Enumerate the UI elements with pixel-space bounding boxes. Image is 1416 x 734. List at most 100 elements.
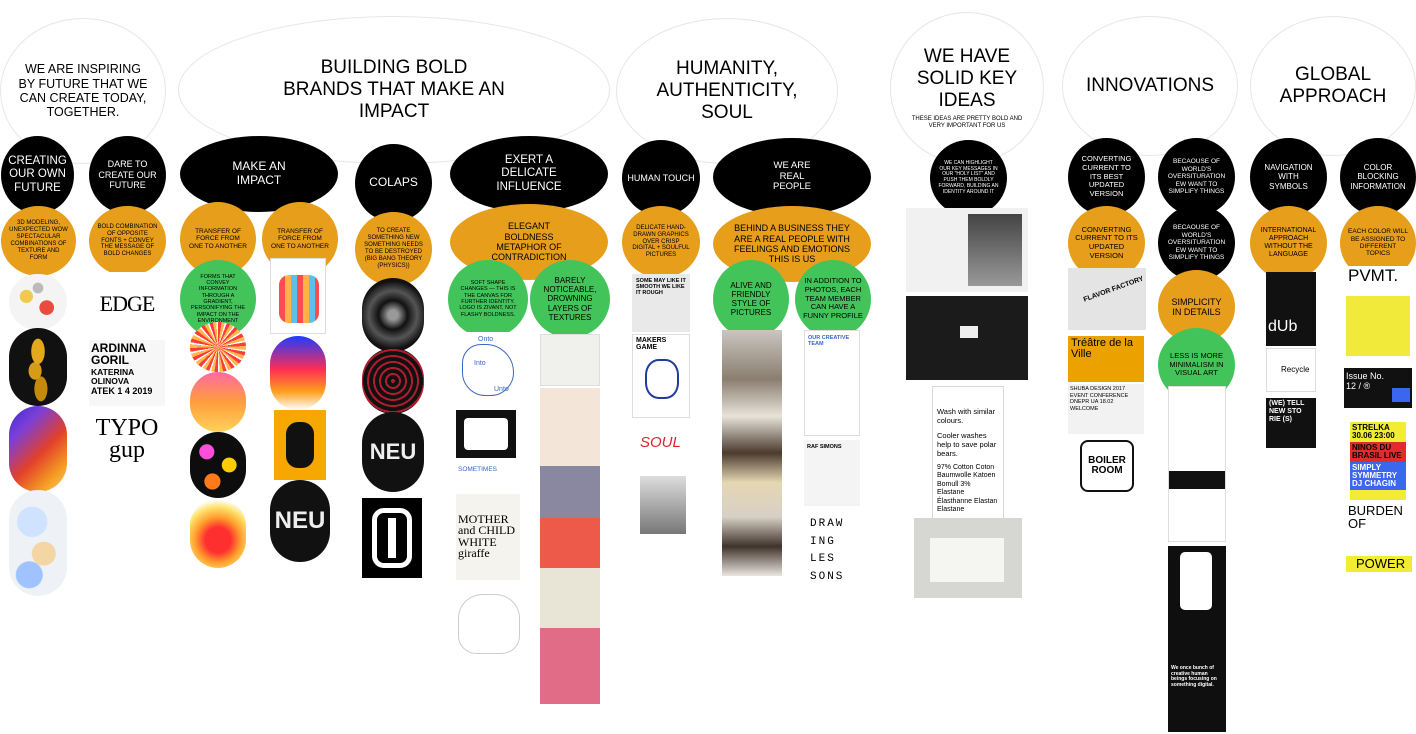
portrait-bw (640, 476, 686, 534)
black-circle-creating-future: CREATING OUR OWN FUTURE (1, 136, 74, 214)
render-colorful-swirl (9, 406, 67, 492)
green-circle-soft-shape: SOFT SHAPE CHANGES — THIS IS THE CANVAS … (448, 260, 528, 338)
poster-burden: BURDEN OF POWER (1346, 504, 1412, 572)
render-abstract-bubbles (9, 490, 67, 596)
photo-gallery (722, 330, 782, 576)
phone-mockup: We once bunch of creative human beings f… (1168, 546, 1226, 732)
photo-flavor-factory: FLAVOR FACTORY (1068, 268, 1146, 330)
green-circle-textures: BARELY NOTICEABLE, DROWNING LAYERS OF TE… (530, 260, 610, 338)
black-circle-converting: CONVERTING CURRENT TO ITS BEST UPDATED V… (1068, 138, 1145, 216)
orange-3d-modeling-text: 3D MODELING, UNEXPECTED WOW SPECTACULAR … (9, 220, 68, 261)
black-circle-dare: DARE TO CREATE OUR FUTURE (89, 136, 166, 214)
poster-make-it: SOME MAY LIKE IT SMOOTH WE LIKE IT ROUGH (632, 274, 690, 332)
orange-updated-version-text: CONVERTING CURRENT TO ITS UPDATED VERSIO… (1075, 224, 1138, 260)
black-circle-real-people: WE ARE REAL PEOPLE (713, 138, 871, 216)
sample-atek-text: ATEK 1 4 2019 (91, 386, 153, 396)
orange-big-bang-text: TO CREATE SOMETHING NEW SOMETHING NEEDS … (364, 228, 423, 269)
poster-make-it-text: SOME MAY LIKE IT SMOOTH WE LIKE IT ROUGH (636, 278, 686, 297)
header-inspiring-text: WE ARE INSPIRING BY FUTURE THAT WE CAN C… (18, 62, 148, 120)
sample-ardinna-poster: ARDINNA GORIL KATERINA OLINOVA ATEK 1 4 … (89, 340, 165, 406)
poster-makers-text: MAKERS GAME (636, 337, 667, 351)
care-label-wash: Wash with similar colours. (937, 407, 996, 425)
orange-circle-updated-version: CONVERTING CURRENT TO ITS UPDATED VERSIO… (1068, 206, 1145, 280)
black-oversituration-2-text: BECAOUSE OF WORLD'S OVERSITURATION EW WA… (1167, 224, 1226, 262)
poster-recycle: Recycle (1266, 348, 1316, 392)
gradient-dots (190, 432, 246, 498)
black-human-touch-text: HUMAN TOUCH (627, 172, 695, 183)
orange-elegant-text: ELEGANT BOLDNESS METAPHOR OF CONTRADICTI… (491, 221, 567, 263)
sample-team-card: OUR CREATIVE TEAM (804, 330, 860, 436)
black-circle-exert: EXERT A DELICATE INFLUENCE (450, 136, 608, 212)
orange-opposite-fonts-text: BOLD COMBINATION OF OPPOSITE FONTS + CON… (97, 223, 158, 258)
gradient-ring (190, 322, 246, 372)
orange-circle-big-bang: TO CREATE SOMETHING NEW SOMETHING NEEDS … (355, 212, 432, 286)
header-global-text: GLOBAL APPROACH (1279, 64, 1387, 107)
texture-card-6 (540, 628, 600, 704)
colaps-poster-3 (362, 498, 422, 578)
poster-shuba: SHUBA DESIGN 2017 EVENT CONFERENCE DNEPR… (1068, 384, 1144, 434)
poster-issue-text: Issue No. 12 / ® (1346, 371, 1385, 391)
sample-onto-diagram: Onto Into Unto (456, 332, 520, 408)
green-soft-shape-text: SOFT SHAPE CHANGES — THIS IS THE CANVAS … (459, 280, 517, 318)
poster-issue: Issue No. 12 / ® (1344, 368, 1412, 408)
black-oversituration-text: BECAOUSE OF WORLD'S OVERSITURATION EW WA… (1167, 158, 1226, 196)
care-label-cooler: Cooler washes help to save polar bears. (937, 431, 997, 458)
neu-poster-1-text: NEU (274, 507, 326, 534)
neu-poster-2: NEU (362, 412, 424, 492)
orange-hand-drawn-text: DELICATE HAND-DRAWN GRAPHICS OVER CRISP … (632, 224, 690, 259)
black-circle-navigation: NAVIGATION WITH SYMBOLS (1250, 138, 1327, 216)
poster-theatre-text: Tréâtre de la Ville (1071, 337, 1133, 360)
sample-onto-text: Onto (478, 336, 494, 343)
black-navigation-text: NAVIGATION WITH SYMBOLS (1264, 163, 1313, 191)
black-color-blocking-text: COLOR BLOCKING INFORMATION (1350, 163, 1406, 191)
render-spheres (9, 274, 67, 330)
black-converting-text: CONVERTING CURRENT TO ITS BEST UPDATED V… (1081, 154, 1132, 198)
poster-makers: MAKERS GAME (632, 334, 690, 418)
sample-edge-logo: EDGE (89, 272, 165, 336)
neu-poster-1: NEU (270, 480, 330, 562)
orange-circle-opposite-fonts: BOLD COMBINATION OF OPPOSITE FONTS + CON… (89, 206, 166, 276)
poster-strelka: STRELKA 30.06 23:00 NINOS DU BRASIL LIVE… (1350, 422, 1406, 500)
green-circle-funny-profile: IN ADDITION TO PHOTOS, EACH TEAM MEMBER … (795, 260, 871, 338)
green-funny-profile-text: IN ADDITION TO PHOTOS, EACH TEAM MEMBER … (803, 276, 863, 320)
poster-shuba-text: SHUBA DESIGN 2017 EVENT CONFERENCE DNEPR… (1070, 386, 1129, 412)
orange-each-color-text: EACH COLOR WILL BE ASSIGNED TO DIFFERENT… (1348, 228, 1408, 258)
poster-recycle-text: Recycle (1281, 365, 1310, 374)
gradient-stack (270, 336, 326, 410)
black-circle-colaps: COLAPS (355, 144, 432, 222)
sample-cloud-card (458, 594, 520, 654)
orange-simplicity-text: SIMPLICITY IN DETAILS (1171, 296, 1222, 317)
green-gradient-text: FORMS THAT CONVEY INFORMATION THROUGH A … (191, 273, 245, 324)
green-textures-text: BARELY NOTICEABLE, DROWNING LAYERS OF TE… (543, 276, 597, 322)
sample-typo-poster: TYPO gup (89, 408, 165, 472)
sample-card-outline (456, 410, 516, 458)
poster-ninos-text: NINOS DU BRASIL LIVE (1350, 442, 1406, 462)
sample-mother-text: MOTHER and CHILD WHITE giraffe (458, 512, 515, 561)
poster-boiler-text: BOILER ROOM (1088, 455, 1126, 476)
poster-power-text: POWER (1356, 556, 1406, 571)
black-dare-text: DARE TO CREATE OUR FUTURE (98, 159, 157, 191)
header-innovations-text: INNOVATIONS (1085, 75, 1215, 97)
texture-card-1 (540, 334, 600, 386)
black-circle-oversituration-2: BECAOUSE OF WORLD'S OVERSITURATION EW WA… (1158, 205, 1235, 281)
black-real-people-text: WE ARE REAL PEOPLE (772, 159, 812, 193)
neu-poster-2-text: NEU (369, 439, 417, 464)
black-circle-color-blocking: COLOR BLOCKING INFORMATION (1340, 138, 1416, 216)
sample-raf-card: RAF SIMONS (804, 440, 860, 506)
care-label: Wash with similar colours. Cooler washes… (932, 386, 1004, 520)
orange-circle-hand-drawn: DELICATE HAND-DRAWN GRAPHICS OVER CRISP … (622, 206, 700, 278)
poster-tell-new-stories: (WE) TELL NEW STO RIE (S) (1266, 398, 1316, 448)
sample-sometimes-cover: SOMETIMES (456, 460, 518, 494)
website-mockup (1168, 386, 1226, 542)
sample-ardinna-text: ARDINNA GORIL (91, 341, 146, 367)
black-circle-human-touch: HUMAN TOUCH (622, 140, 700, 216)
orange-transfer-2-text: TRANSFER OF FORCE FROM ONE TO ANOTHER (271, 227, 329, 250)
poster-theatre: Tréâtre de la Ville (1068, 336, 1144, 382)
sample-mother-poster: MOTHER and CHILD WHITE giraffe (456, 494, 520, 580)
orange-international-text: INTERNATIONAL APPROACH WITHOUT THE LANGU… (1260, 226, 1317, 259)
black-holy-list-text: WE CAN HIGHLIGHT OUR KEY MESSAGES IN OUR… (938, 159, 999, 195)
black-make-impact-text: MAKE AN IMPACT (232, 159, 286, 187)
black-circle-holy-list: WE CAN HIGHLIGHT OUR KEY MESSAGES IN OUR… (930, 140, 1007, 216)
header-circle-global: GLOBAL APPROACH (1250, 16, 1416, 156)
phone-mockup-text: We once bunch of creative human beings f… (1171, 665, 1217, 688)
